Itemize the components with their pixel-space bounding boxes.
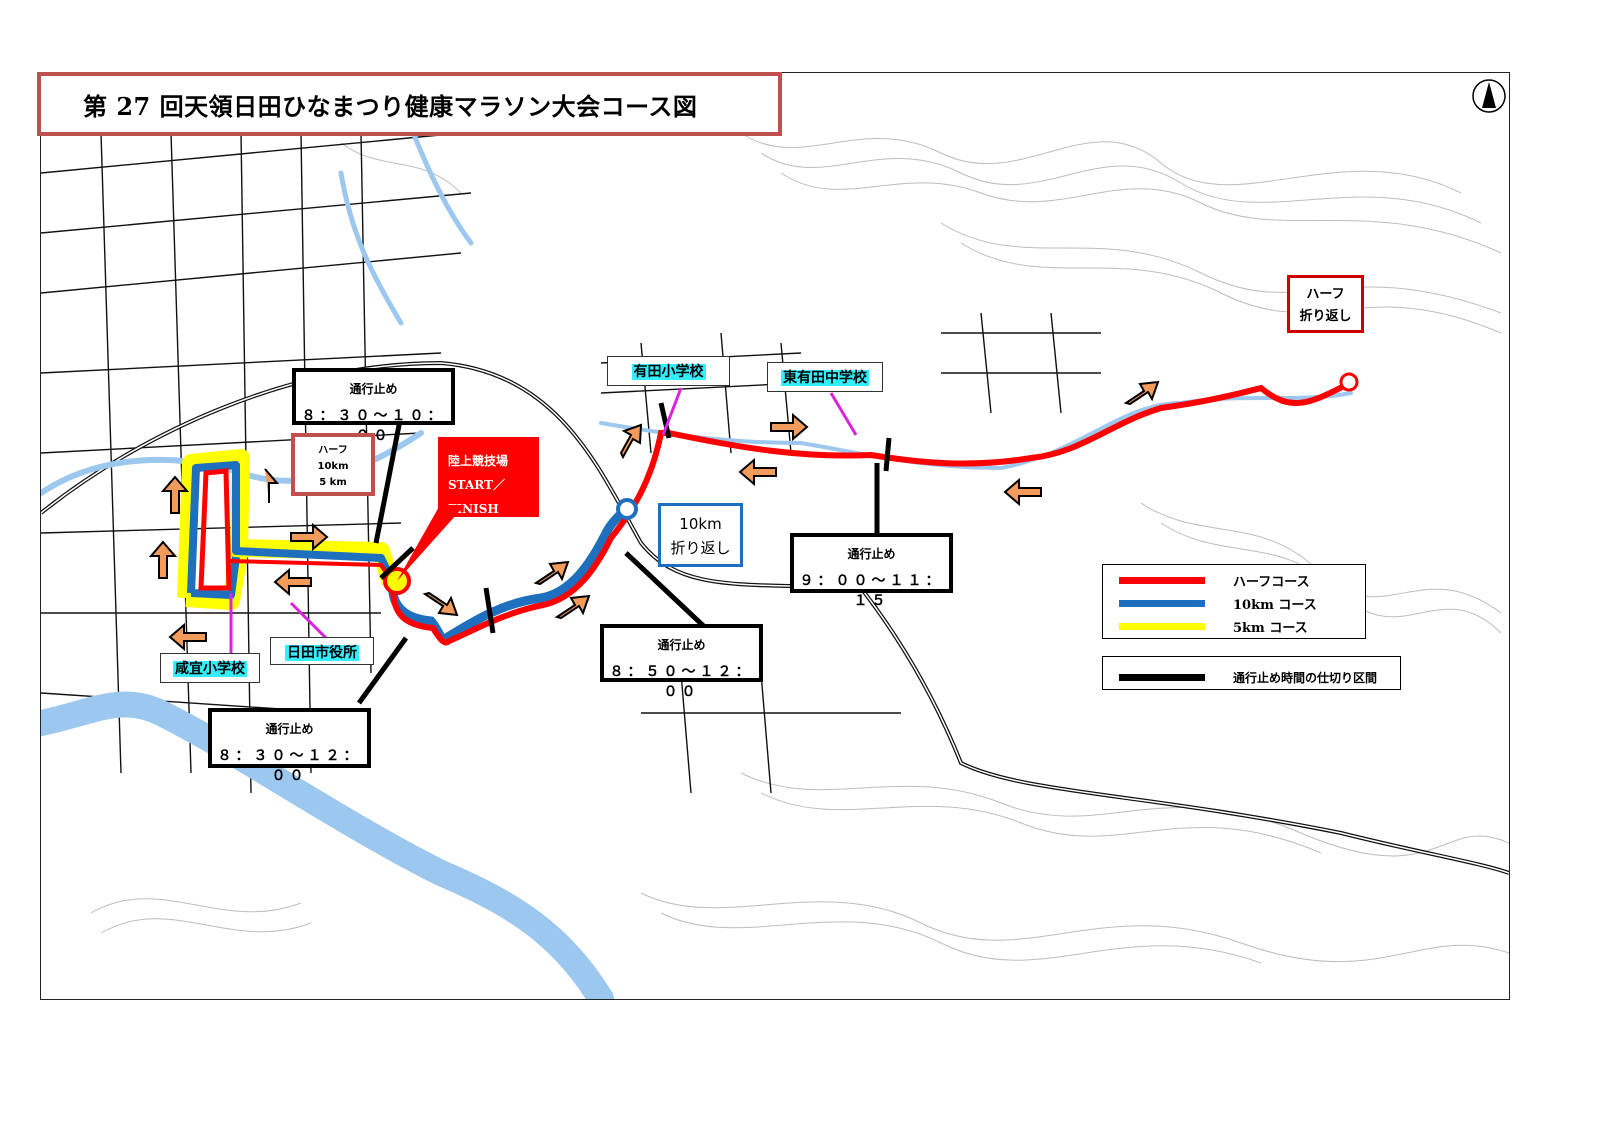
legend-label: 5km コース: [1233, 621, 1308, 636]
closure-time: ９：００～１１：１５: [799, 573, 944, 609]
closure-label: 通行止め: [349, 382, 398, 396]
closure-label: 通行止め: [265, 722, 314, 736]
start-finish-callout: 陸上競技場 START／ FINISH: [438, 437, 539, 517]
map-title-box: 第 27 回天領日田ひなまつり健康マラソン大会コース図: [37, 72, 782, 136]
start-label: START／: [448, 478, 505, 492]
10km-turnaround-callout: 10km 折り返し: [658, 503, 743, 567]
map-title: 第 27 回天領日田ひなまつり健康マラソン大会コース図: [83, 91, 698, 121]
start-pointer: [397, 505, 465, 581]
landmark-arita-elementary: 有田小学校: [607, 356, 730, 386]
10km-course-swatch: [1119, 600, 1205, 607]
north-arrow-icon: [1472, 78, 1506, 114]
landmark-label: 咸宜小学校: [173, 661, 247, 677]
closure-time: ８：３０～１２：００: [217, 748, 362, 784]
legend-label: ハーフコース: [1233, 575, 1310, 590]
landmark-kangi-elementary: 咸宜小学校: [160, 653, 260, 683]
closure-boundary-legend: 通行止め時間の仕切り区間: [1102, 656, 1401, 690]
turnaround-half-distance: ハーフ: [1306, 287, 1345, 302]
closure-time: ８：５０～１２：００: [609, 664, 754, 700]
landmark-hita-city-hall: 日田市役所: [270, 637, 374, 665]
boundary-swatch: [1119, 674, 1205, 681]
legend-item-10km: 10km コース: [1119, 594, 1317, 613]
half-turnaround-callout: ハーフ 折り返し: [1287, 275, 1364, 333]
course-routes: [148, 372, 1359, 705]
legend-label: 10km コース: [1233, 598, 1317, 613]
turnaround-10km-label: 折り返し: [670, 539, 731, 557]
5km-course-swatch: [1119, 623, 1205, 630]
start-venue: 陸上競技場: [448, 454, 509, 468]
course-legend: ハーフコース 10km コース 5km コース: [1102, 564, 1366, 639]
landmark-label: 日田市役所: [285, 645, 359, 661]
distance-5km: 5 km: [319, 477, 347, 488]
closure-label: 通行止め: [847, 547, 896, 561]
legend-item-5km: 5km コース: [1119, 617, 1308, 636]
turnaround-half-label: 折り返し: [1299, 309, 1352, 324]
road-closure-box-2: 通行止め ８：３０～１２：００: [208, 708, 371, 784]
half-course-swatch: [1119, 577, 1205, 584]
course-map: [40, 72, 1510, 1000]
landmark-higashi-arita-junior-high: 東有田中学校: [767, 362, 883, 392]
road-closure-box-1: 通行止め ８：３０～１０：００: [292, 368, 455, 444]
closure-label: 通行止め: [657, 638, 706, 652]
course-distance-box: ハーフ 10km 5 km: [291, 433, 375, 496]
road-closure-box-4: 通行止め ９：００～１１：１５: [790, 533, 953, 609]
turnaround-10km-distance: 10km: [679, 515, 722, 533]
distance-10km: 10km: [317, 461, 349, 472]
road-closure-box-3: 通行止め ８：５０～１２：００: [600, 624, 763, 700]
landmark-label: 有田小学校: [631, 364, 706, 380]
legend-item-half: ハーフコース: [1119, 571, 1310, 590]
landmark-label: 東有田中学校: [781, 370, 869, 386]
legend-item-boundary: 通行止め時間の仕切り区間: [1119, 669, 1377, 686]
legend-label: 通行止め時間の仕切り区間: [1233, 671, 1378, 685]
distance-half: ハーフ: [318, 445, 348, 456]
